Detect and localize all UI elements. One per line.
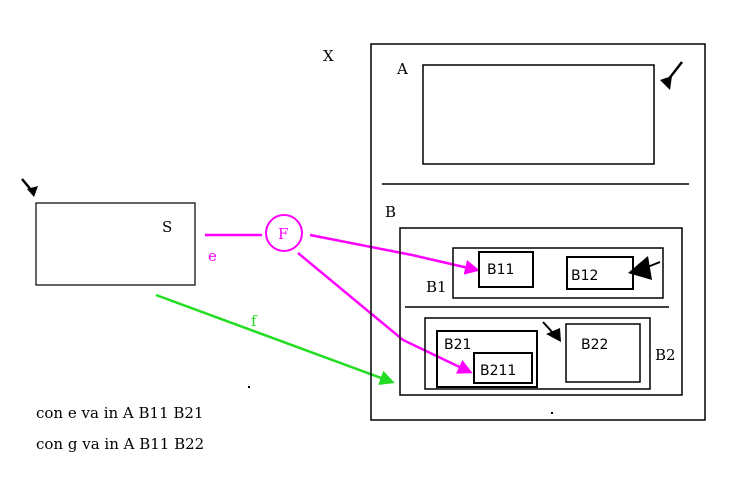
state-s-label: S <box>162 218 172 236</box>
pointer-marker-b12 <box>628 256 661 280</box>
state-b211-box <box>473 352 533 384</box>
state-b2-box <box>424 317 651 390</box>
fork-node-f <box>265 214 303 252</box>
stray-dot-right <box>551 412 553 414</box>
state-b1-box <box>452 247 664 299</box>
state-b211-label: B211 <box>480 363 516 379</box>
state-b11-label: B11 <box>487 262 514 278</box>
state-x-label: X <box>323 47 334 65</box>
state-b11-box <box>478 251 534 288</box>
state-b22-label: B22 <box>581 337 608 353</box>
state-a-label: A <box>396 60 408 78</box>
transition-notes: con e va in A B11 B21 con g va in A B11 … <box>36 398 204 460</box>
transition-e-label: e <box>208 247 217 265</box>
state-b22-box <box>565 323 641 383</box>
fork-to-b211-arrow <box>297 252 473 374</box>
state-b-label: B <box>385 203 396 221</box>
state-b12-label: B12 <box>571 268 598 284</box>
fork-to-b11-arrow <box>309 233 480 275</box>
note-line-e: con e va in A B11 B21 <box>36 404 204 422</box>
transition-f-line <box>155 293 395 385</box>
pointer-marker-s <box>21 178 38 197</box>
stray-dot-left <box>248 386 250 388</box>
state-b1-label: B1 <box>426 278 447 296</box>
state-b21-label: B21 <box>444 337 471 353</box>
fork-node-label: F <box>278 225 288 243</box>
state-s-box <box>35 202 196 286</box>
state-b-box <box>399 227 683 396</box>
state-x-box <box>370 43 706 421</box>
state-a-box <box>422 64 655 165</box>
pointer-marker-a <box>660 61 683 90</box>
state-b2-label: B2 <box>655 346 676 364</box>
note-line-g: con g va in A B11 B22 <box>36 435 205 453</box>
transition-f-label: f <box>251 312 258 330</box>
pointer-marker-b22 <box>542 321 561 342</box>
state-b21-box <box>436 330 538 388</box>
